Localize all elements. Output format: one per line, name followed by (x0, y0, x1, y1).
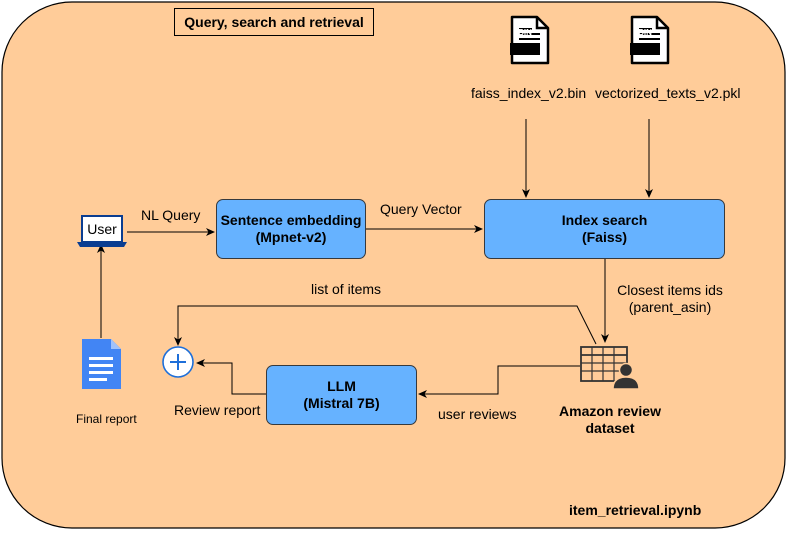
bin-badge-vectors: BIN (638, 28, 652, 37)
edge-label-closest-ids-line1: Closest items ids (617, 282, 723, 298)
node-sentence-embedding: Sentence embedding (Mpnet-v2) (216, 199, 366, 259)
bin-file-icon (630, 15, 670, 65)
edge-label-query-vector: Query Vector (380, 201, 462, 217)
dataset-label-line2: dataset (585, 420, 635, 436)
node-embedding-model: (Mpnet-v2) (255, 229, 327, 245)
laptop-icon (77, 215, 127, 247)
node-llm-title: LLM (327, 378, 356, 394)
table-user-icon (580, 346, 640, 390)
dataset-label: Amazon review dataset (546, 403, 674, 437)
final-report-label: Final report (76, 412, 137, 426)
edge-dataset-to-llm (418, 365, 580, 398)
file-label-faiss: faiss_index_v2.bin (471, 85, 587, 101)
edge-label-nl-query: NL Query (141, 207, 201, 223)
plus-circle-icon (162, 346, 194, 378)
node-index-engine: (Faiss) (581, 229, 628, 245)
bin-badge-faiss: BIN (518, 28, 532, 37)
edge-label-closest-ids-line2: (parent_asin) (628, 299, 712, 315)
node-index-title: Index search (561, 212, 648, 228)
file-label-vectors: vectorized_texts_v2.pkl (595, 85, 741, 101)
edge-label-closest-ids: Closest items ids (parent_asin) (610, 282, 730, 316)
document-icon (82, 339, 121, 389)
edge-label-list-of-items: list of items (311, 281, 382, 297)
edge-label-user-reviews: user reviews (438, 406, 517, 422)
edge-dataset-to-merge (174, 305, 597, 346)
edge-llm-to-merge (196, 359, 266, 395)
node-index-search: Index search (Faiss) (484, 199, 725, 259)
bin-file-icon (510, 15, 550, 65)
notebook-label: item_retrieval.ipynb (569, 502, 702, 518)
dataset-label-line1: Amazon review (559, 403, 661, 419)
edge-label-review-report: Review report (174, 402, 261, 418)
user-label: User (87, 221, 117, 237)
page-title: Query, search and retrieval (174, 8, 374, 36)
node-llm-model: (Mistral 7B) (303, 395, 380, 411)
node-embedding-title: Sentence embedding (220, 212, 362, 228)
node-llm: LLM (Mistral 7B) (266, 365, 417, 425)
